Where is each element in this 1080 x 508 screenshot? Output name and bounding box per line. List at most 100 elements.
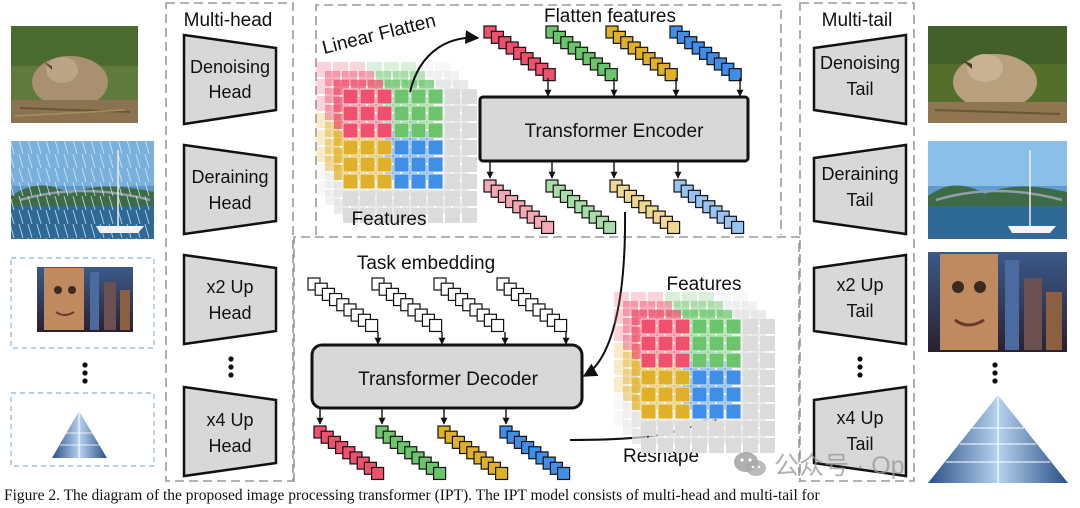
head-deraining-line2: Head: [208, 193, 251, 213]
feature-grid-right: [614, 292, 775, 453]
feature-cell-right: [640, 403, 657, 420]
encoder-input-arrows: [544, 78, 744, 97]
input-images: [10, 26, 155, 467]
head-x2-line2: Head: [208, 303, 251, 323]
feature-cell-left: [410, 88, 427, 105]
feature-cell-left: [359, 156, 376, 173]
head-denoising: Denoising Head: [182, 33, 278, 126]
feature-cell-right: [640, 318, 657, 335]
feature-cell-left: [377, 191, 392, 206]
multi-head-frame: [165, 2, 294, 482]
feature-cell-left: [428, 208, 443, 223]
flatten-patch-green: [604, 68, 618, 82]
feature-cell-left: [342, 88, 359, 105]
feature-cell-left: [394, 208, 409, 223]
task-embedding-strips: [307, 277, 568, 333]
output-image-clean-bird: [928, 26, 1067, 123]
feature-cell-right: [709, 421, 724, 436]
head-denoising-line2: Head: [208, 82, 251, 102]
feature-cell-right: [657, 335, 674, 352]
tail-deraining: Deraining Tail: [812, 143, 908, 236]
feature-cell-right: [614, 309, 629, 324]
vertical-ellipsis-heads: [228, 356, 234, 378]
feature-cell-left: [376, 173, 393, 190]
head-x4-line1: x4 Up: [206, 410, 253, 430]
features-left-label: Features: [352, 209, 427, 230]
transformer-encoder-label: Transformer Encoder: [525, 121, 704, 142]
feature-cell-left: [316, 113, 331, 128]
feature-cell-right: [674, 352, 691, 369]
feature-cell-left: [445, 106, 460, 121]
feature-grid-left: [316, 62, 477, 223]
feature-cell-right: [725, 369, 742, 386]
feature-cell-right: [657, 352, 674, 369]
linear-flatten-arrow: [409, 30, 480, 93]
feature-cell-left: [376, 156, 393, 173]
flatten-features-label: Flatten features: [544, 6, 676, 27]
multi-head-title: Multi-head: [184, 10, 273, 31]
feature-cell-left: [427, 173, 444, 190]
multi-tail-title: Multi-tail: [822, 10, 893, 31]
feature-cell-left: [411, 191, 426, 206]
feature-cell-left: [410, 173, 427, 190]
feature-cell-left: [393, 139, 410, 156]
feature-cell-left: [410, 122, 427, 139]
feature-cell-left: [342, 139, 359, 156]
feature-cell-right: [658, 438, 673, 453]
transformer-decoder-label: Transformer Decoder: [358, 369, 539, 390]
tail-deraining-line2: Tail: [846, 190, 873, 210]
feature-cell-right: [760, 370, 775, 385]
input-image-rainy-bridge: [11, 141, 154, 239]
task-embedding-patch: [365, 318, 379, 333]
feature-cell-right: [657, 403, 674, 420]
task-embedding-patch: [429, 318, 443, 333]
feature-cell-right: [665, 292, 680, 307]
encoder-to-decoder-arrow: [582, 211, 627, 377]
encoder-output-arrows: [486, 162, 682, 179]
feature-cell-left: [445, 123, 460, 138]
feature-cell-left: [445, 157, 460, 172]
feature-cell-right: [691, 335, 708, 352]
feature-cell-right: [743, 421, 758, 436]
feature-cell-right: [716, 292, 731, 307]
feature-cell-left: [394, 191, 409, 206]
head-x2-line1: x2 Up: [206, 277, 253, 297]
task-embedding-label: Task embedding: [357, 253, 495, 274]
feature-cell-right: [760, 353, 775, 368]
head-deraining-line1: Deraining: [191, 167, 268, 187]
decoded-patch-red: [371, 466, 385, 481]
tail-denoising-line1: Denoising: [820, 53, 900, 73]
feature-cell-right: [726, 421, 741, 436]
feature-cell-right: [725, 335, 742, 352]
feature-cell-left: [445, 140, 460, 155]
feature-cell-right: [743, 438, 758, 453]
feature-cell-left: [359, 139, 376, 156]
flatten-patch-yellow: [664, 68, 678, 82]
feature-cell-left: [401, 62, 416, 77]
head-x4-line2: Head: [208, 436, 251, 456]
feature-cell-right: [725, 386, 742, 403]
feature-cell-right: [614, 411, 629, 426]
feature-cell-left: [462, 208, 477, 223]
feature-cell-left: [410, 156, 427, 173]
transformer-decoder-block: [310, 343, 584, 410]
feature-cell-left: [343, 208, 358, 223]
feature-cell-left: [428, 191, 443, 206]
output-image-large-city: [928, 252, 1067, 352]
feature-cell-left: [359, 173, 376, 190]
feature-cell-right: [614, 343, 629, 358]
feature-cell-right: [614, 292, 629, 307]
decoder-frame: [293, 236, 800, 482]
feature-cell-right: [691, 403, 708, 420]
feature-cell-left: [316, 79, 331, 94]
feature-cell-left: [384, 62, 399, 77]
feature-cell-right: [682, 292, 697, 307]
feature-cell-right: [760, 438, 775, 453]
input-image-small-building: [52, 411, 107, 458]
feature-cell-left: [316, 96, 331, 111]
feature-cell-right: [743, 404, 758, 419]
feature-cell-right: [657, 369, 674, 386]
feature-cell-left: [445, 89, 460, 104]
task-embedding-patch: [491, 318, 505, 333]
